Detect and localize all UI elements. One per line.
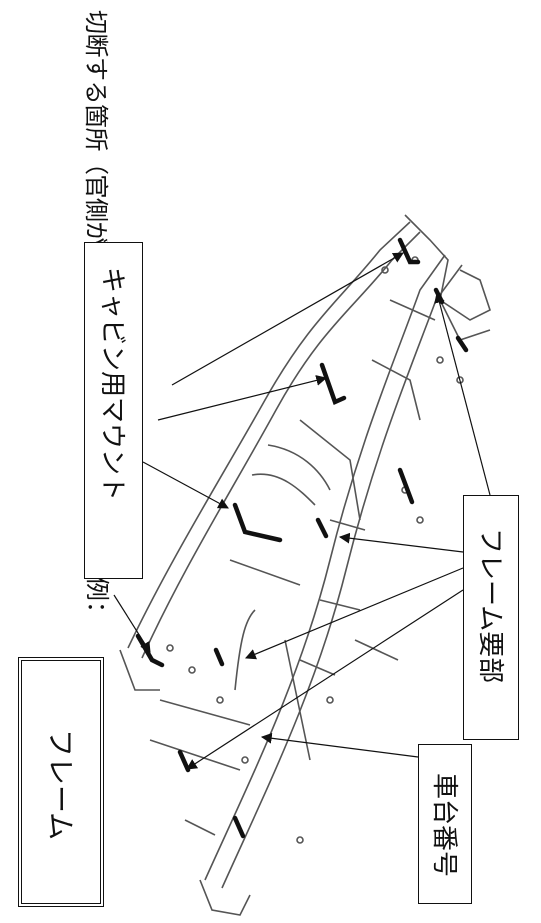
frame-main-label-box: フレーム要部: [463, 495, 519, 740]
page-title: フレーム: [44, 729, 77, 841]
chassis-number-label: 車台番号: [429, 773, 459, 878]
cut-mark: [177, 749, 191, 773]
cabin-mount-leaders: [113, 252, 404, 653]
frame-rail-left: [127, 221, 411, 649]
frame-main-leaders: [186, 291, 491, 770]
cross-member: [149, 739, 241, 771]
cut-mark: [232, 815, 246, 839]
cut-marks: [135, 237, 469, 839]
frame-drawing: [119, 214, 491, 916]
frame-rail-right: [204, 254, 446, 881]
cabin-mount-label: キャビン用マウント: [97, 267, 127, 502]
cut-mark: [232, 502, 283, 543]
chassis-number-label-box: 車台番号: [418, 744, 472, 904]
cut-mark: [455, 335, 469, 353]
title-box: フレーム: [18, 657, 104, 907]
cut-mark: [319, 362, 347, 406]
frame-main-label: フレーム要部: [475, 528, 505, 684]
cut-mark: [213, 647, 225, 667]
cut-mark: [397, 237, 421, 265]
chassis-number-leader: [260, 732, 419, 758]
cabin-mount-label-box: キャビン用マウント: [84, 242, 143, 579]
cut-mark: [315, 517, 329, 539]
cut-mark: [397, 467, 415, 505]
